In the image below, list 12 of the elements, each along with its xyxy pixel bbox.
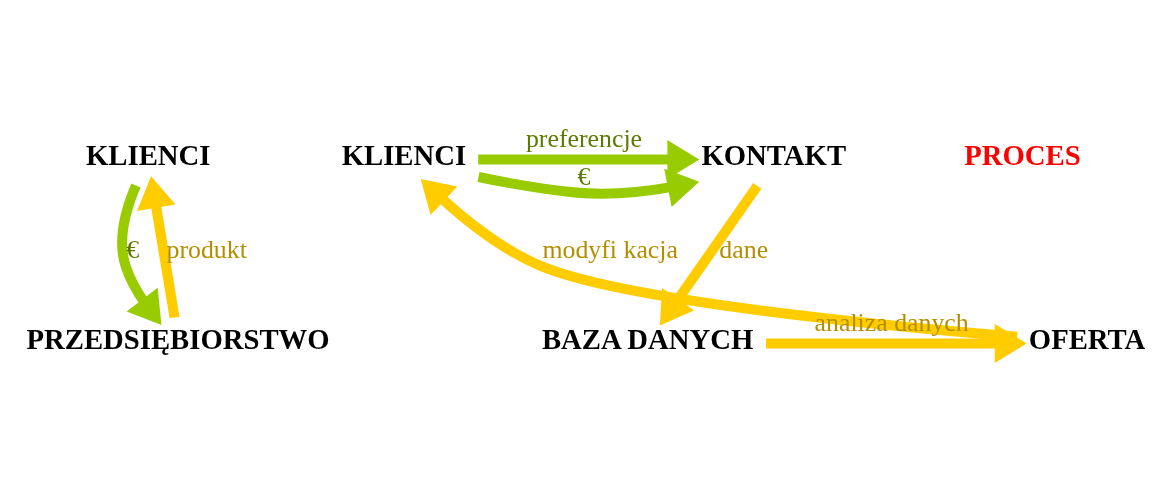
edge-label: dane	[719, 234, 769, 264]
edge-label: modyfi kacja	[542, 234, 678, 264]
node-text: KONTAKT	[701, 138, 847, 171]
node-text: OFERTA	[1028, 322, 1146, 355]
edge-label: produkt	[166, 234, 247, 264]
node-text: KLIENCI	[341, 138, 467, 171]
node-text: BAZA DANYCH	[541, 322, 754, 355]
node-text: PRZEDSIĘBIORSTWO	[26, 322, 330, 355]
node-text: KLIENCI	[86, 138, 211, 171]
edge-label: preferencje	[525, 123, 643, 153]
node-text: PROCES	[964, 138, 1081, 171]
edge-label: €	[577, 161, 591, 191]
